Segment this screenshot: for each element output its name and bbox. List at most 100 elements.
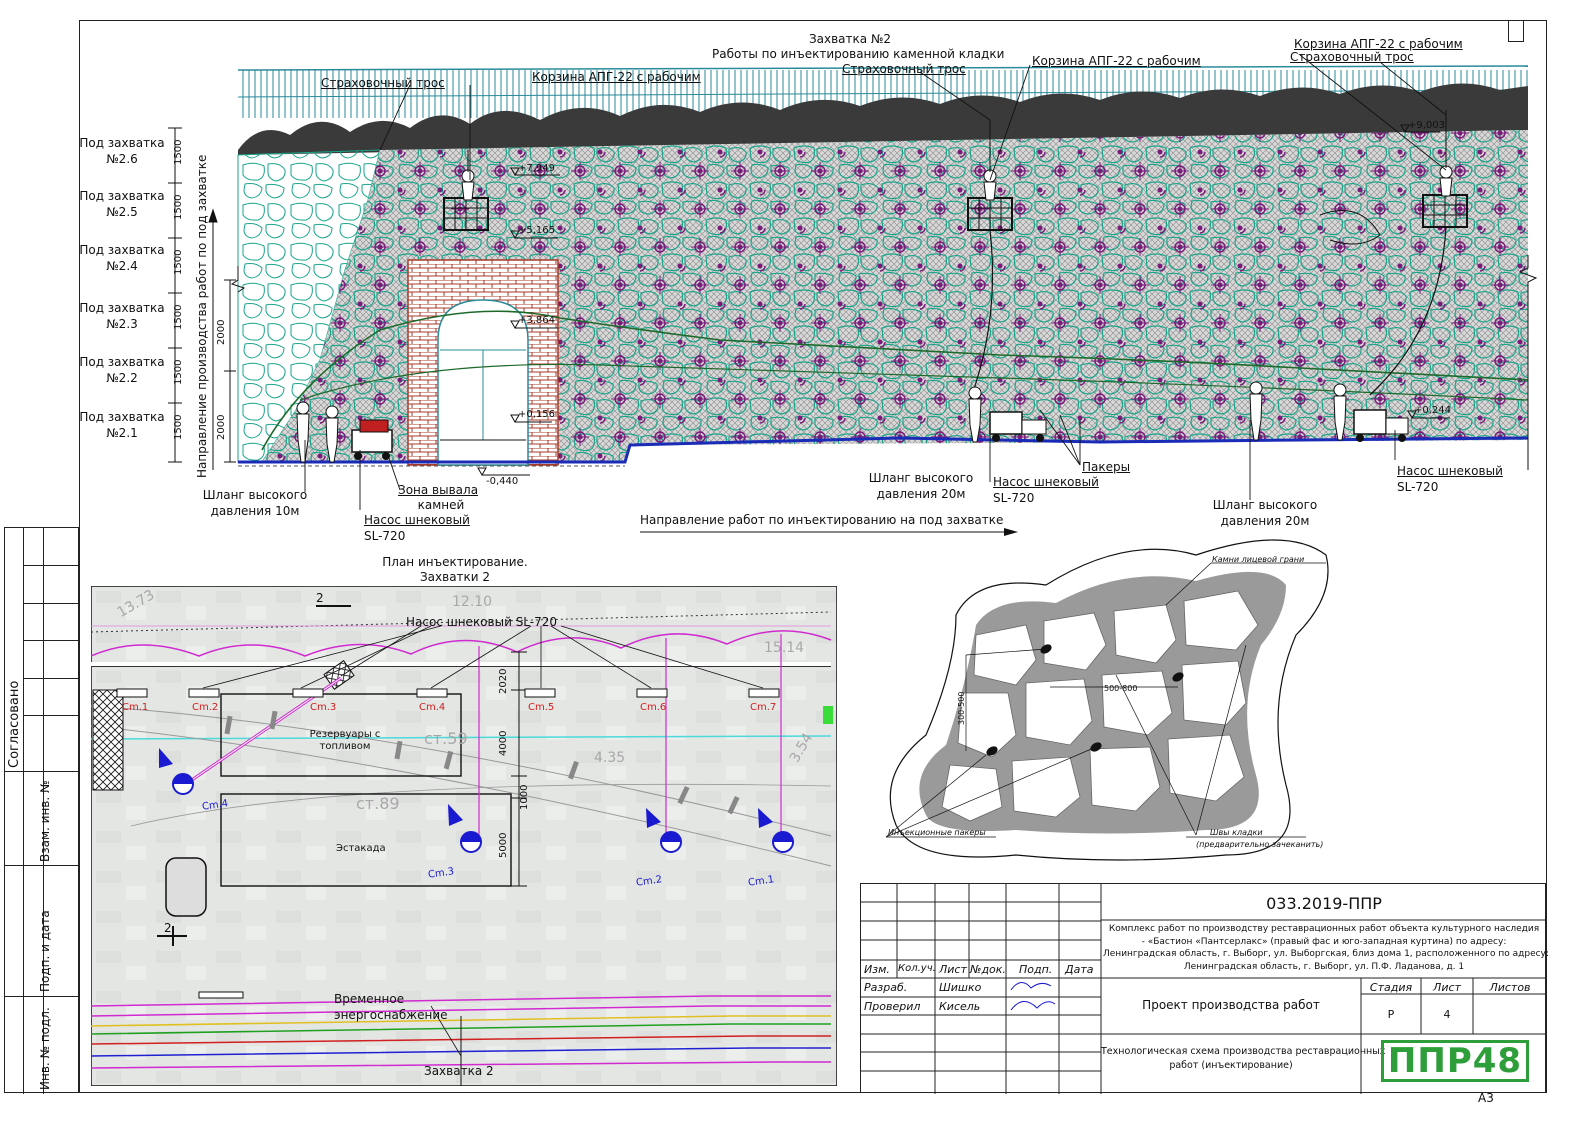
plan-title-2: Захватки 2 [419,570,491,584]
power-label-2: энергоснабжение [334,1008,448,1022]
desc-line: Ленинградская область, г. Выборг, ул. Вы… [1103,949,1549,959]
plan-view [91,586,837,1086]
estakada-label: Эстакада [336,843,386,854]
fall-zone-2: камней [417,498,465,512]
detail-dim-2: 300-500 [957,691,966,725]
pump-label-1: Насос шнековый [364,513,470,527]
scheme-line-1: Технологическая схема производства реста… [1101,1046,1386,1057]
elev-7949: +7,949 [518,163,556,174]
station-red: Cm.7 [750,702,777,713]
pump-model-2: SL-720 [993,491,1035,505]
safety-rope-label-2: Страховочный трос [842,62,966,76]
subzone-num: №2.6 [106,152,138,166]
station-red: Cm.6 [640,702,667,713]
pump-model-1: SL-720 [364,529,406,543]
dim-2000: 2000 [216,319,227,345]
drawing-frame [79,20,1547,1093]
plan-pump-label: Насос шнековый SL-720 [406,615,558,629]
subzone-name: Под захватка [79,136,165,150]
role-checker: Проверил [864,1000,921,1013]
desc-line: Комплекс работ по производству реставрац… [1108,924,1540,934]
elevation-drawing [168,54,1538,536]
inv-orig-label: Инв. № подл. [38,1007,52,1090]
ground-mark: ст.89 [356,794,400,813]
basket-label-1: Корзина АПГ-22 с рабочим [532,70,701,84]
subzone-num: №2.2 [106,371,138,385]
packers-detail-label: Инъекционные пакеры [888,828,986,837]
dim-1500: 1500 [173,359,184,385]
hdr-kolch: Кол.уч. [898,963,936,974]
scheme-line-2: работ (инъектирование) [1169,1060,1293,1071]
arch-gate [407,259,559,466]
pump-label-3: Насос шнековый [1397,464,1503,478]
project-name: Проект производства работ [1142,998,1320,1012]
subzone-num: №2.5 [106,205,138,219]
subzone-num: №2.4 [106,259,138,273]
basket-label-2: Корзина АПГ-22 с рабочим [1032,54,1201,68]
fall-zone-1: Зона вывала [398,483,479,497]
replace-inv-label: Взам. инв. № [38,780,52,862]
basket-2 [967,169,1013,231]
stage-header: Стадия [1369,981,1413,994]
sheet-value: 4 [1443,1008,1451,1021]
station-red: Cm.4 [419,702,446,713]
face-stones-label: Камни лицевой грани [1212,555,1305,564]
basket-label-3: Корзина АПГ-22 с рабочим [1294,37,1463,51]
basket-3 [1422,165,1468,228]
workers-center [968,386,1047,443]
format-label: А3 [1478,1091,1494,1105]
car-icon [165,857,207,917]
sheets-header: Листов [1489,981,1531,994]
sheet-header: Лист [1433,981,1461,994]
direction-main-label: Направление производства работ по под за… [195,154,209,478]
workers-right [1249,381,1409,442]
safety-rope-label-1: Страховочный трос [321,76,445,90]
packers-label: Пакеры [1082,460,1131,474]
plan-zone-label: Захватка 2 [424,1064,494,1078]
subzone-name: Под захватка [79,355,165,369]
direction-sub-label: Направление работ по инъектированию на п… [640,513,1004,527]
safety-rope-label-3: Страховочный трос [1290,50,1414,64]
hdr-date: Дата [1065,963,1094,976]
side-stamp: Согласовано Взам. инв. № Подп. и дата Ин… [4,527,80,1094]
dim-1500: 1500 [173,139,184,165]
ppr48-logo: ППР48 [1381,1040,1529,1082]
hdr-list: Лист [939,963,967,976]
hdr-izm: Изм. [864,963,890,976]
hose20-label-2: давления 20м [876,487,966,501]
station-red: Cm.3 [310,702,337,713]
subzone-name: Под захватка [79,301,165,315]
ground-line [238,436,1529,464]
elev-0244: +0,244 [1414,405,1452,416]
stage-value: Р [1387,1008,1395,1021]
zone-title: Захватка №2 [808,32,892,46]
tanks-label-1: Резервуары с [309,729,381,740]
tanks-label-2: топливом [319,741,371,752]
station-red: Cm.2 [192,702,219,713]
hdr-ndoc: №док. [970,963,1006,976]
power-label-1: Временное [334,992,405,1006]
station-red: Cm.5 [528,702,555,713]
name-developer: Шишко [939,981,982,994]
masonry-detail [885,539,1329,861]
sign-date-label: Подп. и дата [38,910,52,992]
hose20-label-3: Шланг высокого [1212,498,1318,512]
dim-2000: 2000 [216,414,227,440]
title-block: 033.2019-ППР Комплекс работ по производс… [860,883,1549,1094]
joints-label: Швы кладки [1210,828,1263,837]
detail-dim-1: 500-800 [1104,684,1138,693]
ground-mark: ст.59 [424,729,468,748]
plan-dim: 4000 [498,730,509,756]
subzone-name: Под захватка [79,243,165,257]
station-red: Cm.1 [122,702,149,713]
elev-5165: +5,165 [518,225,556,236]
subzone-num: №2.3 [106,317,138,331]
dim-1500: 1500 [173,249,184,275]
plan-dim: 2020 [498,668,509,694]
elev-9003: +9,003 [1408,120,1446,131]
zone-subtitle: Работы по инъектированию каменной кладки [712,47,1005,61]
dim-1500: 1500 [173,304,184,330]
section-mark-top: 2 [316,591,324,605]
workers-left [296,401,393,463]
subzone-num: №2.1 [106,426,138,440]
